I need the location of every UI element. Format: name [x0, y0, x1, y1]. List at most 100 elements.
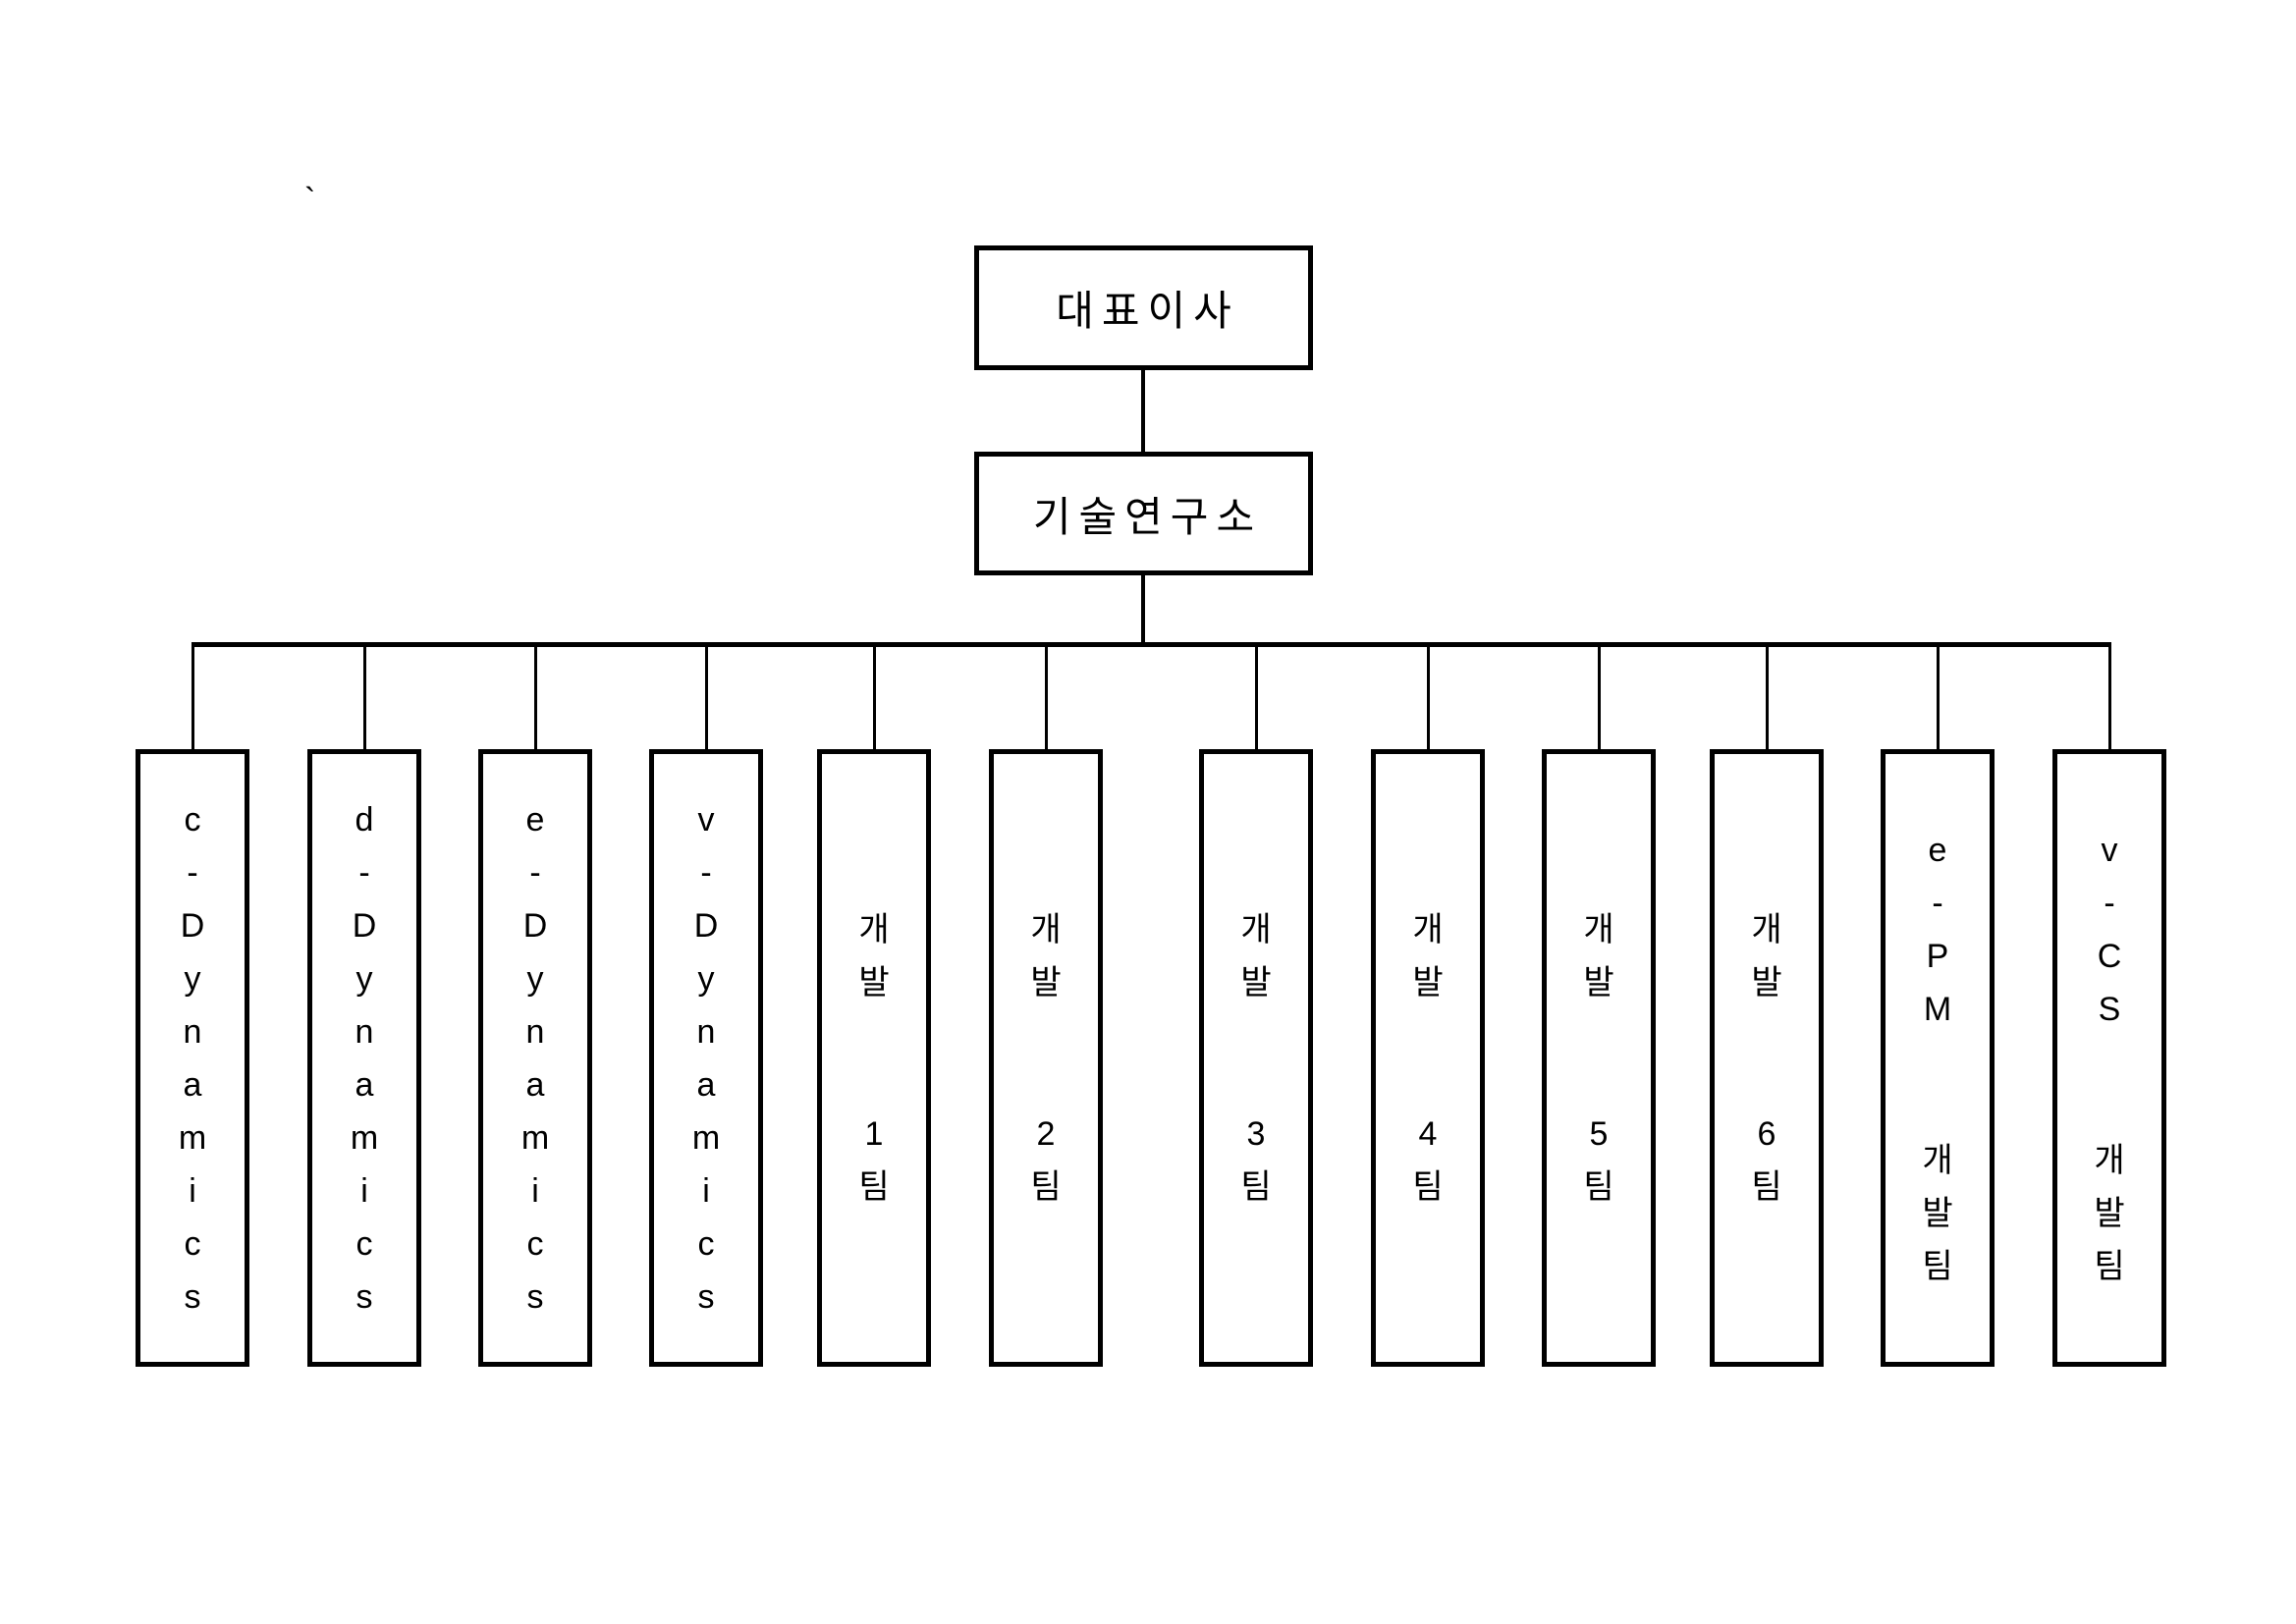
team-label-char: 발: [858, 963, 890, 1001]
team-label-char: 팀: [1922, 1247, 1953, 1285]
team-label-char: 3: [1246, 1114, 1266, 1153]
connector-division-to-bus: [1141, 573, 1145, 647]
org-node-ceo: 대표이사: [974, 245, 1313, 370]
team-label-char: d: [355, 800, 374, 839]
team-label-char: 팀: [1412, 1167, 1444, 1206]
team-label-char: 팀: [1240, 1167, 1272, 1206]
team-label-char: n: [696, 1012, 716, 1051]
team-label-char: c: [697, 1224, 715, 1263]
team-label-char: y: [526, 959, 544, 998]
team-label-char: 개: [858, 910, 890, 948]
team-label-char: -: [529, 853, 541, 892]
team-label-char: y: [697, 959, 715, 998]
team-label-char: n: [525, 1012, 545, 1051]
team-label-char: 개: [1240, 910, 1272, 948]
team-label-char: v: [697, 800, 715, 839]
org-node-ceo-label: 대표이사: [1056, 288, 1239, 334]
team-label-char: 발: [2094, 1194, 2125, 1232]
team-label-char: 개: [1583, 910, 1614, 948]
team-label-char: 발: [1240, 963, 1272, 1001]
connector-drop: [1766, 645, 1769, 751]
team-label-char: 팀: [1583, 1167, 1614, 1206]
team-label-char: D: [352, 906, 377, 945]
team-label-char: 발: [1751, 963, 1782, 1001]
connector-drop: [1427, 645, 1430, 751]
team-label-char: 5: [1589, 1114, 1609, 1153]
team-label-char: D: [522, 906, 548, 945]
team-label-char: m: [520, 1118, 550, 1157]
connector-drop: [1937, 645, 1940, 751]
team-label-char: a: [525, 1065, 545, 1104]
org-node-division-label: 기술연구소: [1032, 493, 1263, 540]
team-label-char: c: [526, 1224, 544, 1263]
connector-ceo-to-division: [1141, 368, 1145, 454]
team-label-char: a: [183, 1065, 202, 1104]
connector-drop: [1598, 645, 1601, 751]
team-label-char: -: [1932, 884, 1943, 922]
connector-drop: [191, 645, 194, 751]
team-label-char: D: [180, 906, 205, 945]
team-label-char: 2: [1036, 1114, 1056, 1153]
team-label-char: 4: [1418, 1114, 1438, 1153]
team-label-char: 발: [1412, 963, 1444, 1001]
team-label-char: i: [360, 1171, 368, 1210]
team-label-char: C: [2097, 937, 2122, 975]
team-label-char: y: [184, 959, 201, 998]
team-label-char: 발: [1922, 1194, 1953, 1232]
connector-drop: [1255, 645, 1258, 751]
connector-drop: [873, 645, 876, 751]
connector-drop: [363, 645, 366, 751]
team-label-char: e: [1928, 831, 1947, 869]
team-label-char: -: [2104, 884, 2115, 922]
team-label-char: i: [189, 1171, 196, 1210]
team-label-char: 발: [1030, 963, 1062, 1001]
team-label-char: D: [693, 906, 719, 945]
team-label-char: 팀: [2094, 1247, 2125, 1285]
team-label-char: 6: [1757, 1114, 1777, 1153]
team-label-char: y: [355, 959, 373, 998]
team-label-char: 1: [864, 1114, 884, 1153]
connector-drop: [2108, 645, 2111, 751]
team-label-char: s: [697, 1277, 715, 1316]
team-label-char: e: [525, 800, 545, 839]
team-label-char: i: [702, 1171, 710, 1210]
team-label-char: -: [187, 853, 198, 892]
connector-drop: [1045, 645, 1048, 751]
team-label-char: v: [2101, 831, 2118, 869]
team-label-char: 개: [1412, 910, 1444, 948]
team-label-char: 팀: [858, 1167, 890, 1206]
team-label-char: P: [1926, 937, 1949, 975]
team-label-char: n: [183, 1012, 202, 1051]
team-label-char: m: [178, 1118, 207, 1157]
team-label-char: c: [184, 800, 201, 839]
team-label-char: s: [355, 1277, 373, 1316]
team-label-char: a: [355, 1065, 374, 1104]
team-label-char: n: [355, 1012, 374, 1051]
org-node-division: 기술연구소: [974, 452, 1313, 575]
team-label-char: 개: [2094, 1141, 2125, 1179]
team-label-char: c: [184, 1224, 201, 1263]
team-label-char: m: [350, 1118, 379, 1157]
connector-horizontal-bus: [191, 642, 2111, 647]
team-label-char: c: [355, 1224, 373, 1263]
team-label-char: 개: [1751, 910, 1782, 948]
connector-drop: [705, 645, 708, 751]
team-label-char: M: [1923, 990, 1952, 1028]
team-label-char: S: [2098, 990, 2121, 1028]
team-label-char: 발: [1583, 963, 1614, 1001]
team-label-char: 개: [1030, 910, 1062, 948]
team-label-char: a: [696, 1065, 716, 1104]
connector-drop: [534, 645, 537, 751]
stray-backtick-mark: `: [304, 182, 316, 219]
